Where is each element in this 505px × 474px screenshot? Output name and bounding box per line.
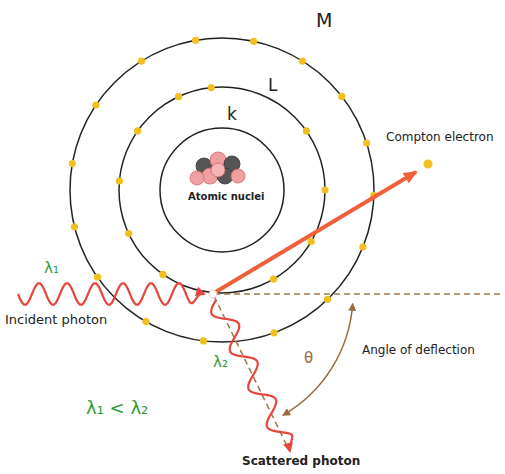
electron-dot	[116, 177, 123, 184]
electron-dot	[175, 93, 182, 100]
electron-dot	[69, 160, 76, 167]
photon-label: Incident photon	[5, 313, 107, 328]
scattered-wave	[211, 300, 292, 451]
wavelength-label: λ₁	[44, 260, 59, 277]
electron-label: Compton electron	[386, 131, 494, 145]
electron-dot	[71, 223, 78, 230]
electron-dot	[200, 337, 207, 344]
electron-dot	[192, 37, 199, 44]
electron-dot	[94, 274, 101, 281]
angle-symbol: θ	[304, 350, 313, 367]
nucleus	[190, 152, 245, 185]
angle-label: Angle of deflection	[362, 344, 475, 358]
k-shell	[160, 128, 284, 252]
electron-dot	[250, 38, 257, 45]
nucleus-label: Atomic nuclei	[188, 191, 264, 203]
electron-dot	[138, 58, 145, 65]
collision-point	[209, 290, 217, 298]
electron-dot	[270, 329, 277, 336]
electron-dot	[92, 101, 99, 108]
shell-label: L	[268, 76, 277, 96]
shell-label: M	[316, 10, 332, 32]
electron-dot	[142, 318, 149, 325]
electron-dot	[321, 186, 328, 193]
electron-dot	[134, 127, 141, 134]
angle-arc	[283, 304, 353, 415]
electron-arrow	[214, 172, 416, 293]
electron-dot	[363, 139, 370, 146]
electron-dot	[299, 58, 306, 65]
reference-line	[214, 293, 500, 295]
electron-dot	[159, 271, 166, 278]
electron-dot	[208, 84, 215, 91]
electron-dot	[359, 243, 366, 250]
electron-dot	[324, 296, 331, 303]
electron-dot	[270, 276, 277, 283]
electron-dot	[303, 127, 310, 134]
electron-dot	[338, 93, 345, 100]
electron-dot	[125, 230, 132, 237]
wavelength-label: λ₂	[213, 354, 228, 371]
photon-label: Scattered photon	[242, 455, 360, 469]
compton-electron-dot	[424, 160, 433, 169]
l-shell	[119, 87, 325, 293]
electron-dot	[308, 238, 315, 245]
wavelength-relation: λ₁ < λ₂	[86, 398, 148, 419]
shell-label: k	[227, 105, 237, 125]
incident-wave	[18, 283, 204, 304]
